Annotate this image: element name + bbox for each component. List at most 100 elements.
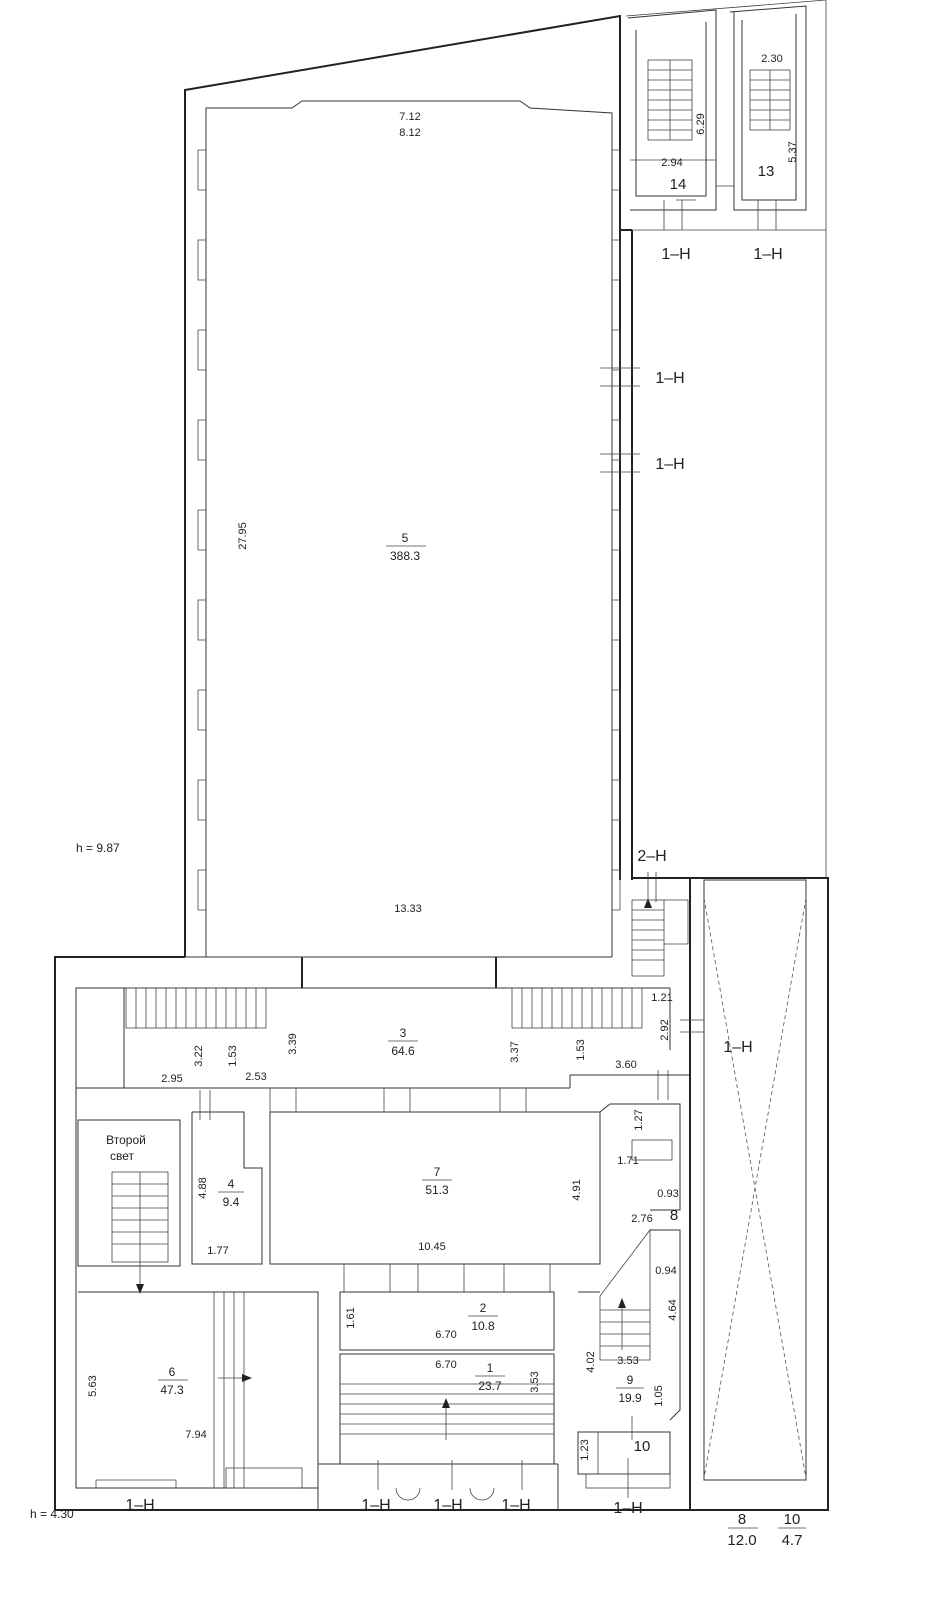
second-light-line1: Второй <box>106 1133 146 1147</box>
dim-1-61: 1.61 <box>345 1307 357 1328</box>
dim-2-94: 2.94 <box>661 157 682 169</box>
dim-6-70: 6.70 <box>435 1359 456 1371</box>
room-1-area: 23.7 <box>478 1379 502 1393</box>
stair-block-14 <box>627 9 717 211</box>
marker-1-h: 1–Н <box>655 370 684 387</box>
dim-7-94: 7.94 <box>185 1429 206 1441</box>
dim-6-70: 6.70 <box>435 1329 456 1341</box>
dim-4-02: 4.02 <box>585 1351 597 1372</box>
marker-1-h: 1–Н <box>661 246 690 263</box>
dim-1-23: 1.23 <box>579 1439 591 1460</box>
room-9-area: 19.9 <box>618 1391 642 1405</box>
marker-1-h: 1–Н <box>361 1497 390 1514</box>
dim-1-21: 1.21 <box>651 992 672 1004</box>
room-5-area: 388.3 <box>390 549 420 563</box>
marker-1-h: 1–Н <box>753 246 782 263</box>
area-10-value: 4.7 <box>782 1532 803 1549</box>
interior-walls <box>77 898 689 1510</box>
dim-3-53: 3.53 <box>617 1355 638 1367</box>
dim-3-60: 3.60 <box>615 1059 636 1071</box>
room-9[interactable]: 9 19.9 <box>580 1362 670 1418</box>
room-13[interactable]: 13 <box>742 160 796 200</box>
area-8-label: 8 12.0 <box>727 1511 758 1549</box>
dim-0-94: 0.94 <box>655 1265 676 1277</box>
room-3[interactable]: 3 64.6 <box>126 1026 570 1086</box>
room-8-number: 8 <box>670 1207 678 1224</box>
room-7-number: 7 <box>434 1165 441 1179</box>
room-9-number: 9 <box>627 1373 634 1387</box>
room-14[interactable]: 14 <box>636 164 706 196</box>
area-8-number: 8 <box>738 1511 746 1528</box>
dim-1-53: 1.53 <box>575 1039 587 1060</box>
area-10-label: 10 4.7 <box>778 1511 806 1549</box>
area-10-number: 10 <box>784 1511 801 1528</box>
dim-2-53: 2.53 <box>245 1071 266 1083</box>
room-3-area: 64.6 <box>391 1044 415 1058</box>
dim-6-29: 6.29 <box>695 113 707 134</box>
room-6-area: 47.3 <box>160 1383 184 1397</box>
marker-1-h: 1–Н <box>613 1500 642 1517</box>
area-8-value: 12.0 <box>727 1532 756 1549</box>
dim-10-45: 10.45 <box>418 1241 446 1253</box>
room-5[interactable]: 5 388.3 <box>210 112 608 954</box>
second-light-line2: свет <box>110 1149 135 1163</box>
dim-8-12: 8.12 <box>399 127 420 139</box>
dim-0-93: 0.93 <box>657 1188 678 1200</box>
room-5-number: 5 <box>402 531 409 545</box>
dim-3-39: 3.39 <box>287 1033 299 1054</box>
room-8[interactable]: 8 <box>600 1150 680 1240</box>
dim-2-92: 2.92 <box>659 1019 671 1040</box>
dim-2-76: 2.76 <box>631 1213 652 1225</box>
stair-block-13 <box>716 5 807 211</box>
marker-1-h: 1–Н <box>501 1497 530 1514</box>
dim-3-37: 3.37 <box>509 1041 521 1062</box>
dimensions: 7.12 8.12 27.95 13.33 2.94 6.29 2.30 5.3… <box>87 53 799 1461</box>
dim-4-88: 4.88 <box>197 1177 209 1198</box>
dim-1-77: 1.77 <box>207 1245 228 1257</box>
marker-1-h: 1–Н <box>723 1039 752 1056</box>
room-2-number: 2 <box>480 1301 487 1315</box>
room-1-number: 1 <box>487 1361 494 1375</box>
hall-3-walls <box>75 956 690 1089</box>
room-7[interactable]: 7 51.3 <box>270 1112 600 1264</box>
height-main: h = 9.87 <box>76 841 120 855</box>
room-4-area: 9.4 <box>223 1195 240 1209</box>
dim-2-30: 2.30 <box>761 53 782 65</box>
room-4-number: 4 <box>228 1177 235 1191</box>
room-3-number: 3 <box>400 1026 407 1040</box>
dim-1-05: 1.05 <box>653 1385 665 1406</box>
room-6[interactable]: 6 47.3 <box>78 1292 214 1488</box>
room-13-number: 13 <box>758 163 775 180</box>
marker-1-h: 1–Н <box>125 1497 154 1514</box>
shaft <box>689 877 829 1511</box>
marker-1-h: 1–Н <box>433 1497 462 1514</box>
dim-7-12: 7.12 <box>399 111 420 123</box>
dim-2-95: 2.95 <box>161 1073 182 1085</box>
dim-1-71: 1.71 <box>617 1155 638 1167</box>
dim-5-63: 5.63 <box>87 1375 99 1396</box>
room-14-number: 14 <box>670 176 687 193</box>
room-2[interactable]: 2 10.8 <box>340 1292 554 1350</box>
room-7-area: 51.3 <box>425 1183 449 1197</box>
dim-3-22: 3.22 <box>193 1045 205 1066</box>
opening-ticks <box>199 199 777 1498</box>
room-4[interactable]: 4 9.4 <box>192 1112 262 1264</box>
dim-1-27: 1.27 <box>633 1109 645 1130</box>
room-10-number: 10 <box>634 1438 651 1455</box>
dim-4-91: 4.91 <box>571 1179 583 1200</box>
dim-27-95: 27.95 <box>237 522 249 550</box>
room-1[interactable]: 1 23.7 <box>340 1354 554 1393</box>
room-2-area: 10.8 <box>471 1319 495 1333</box>
marker-1-h: 1–Н <box>655 456 684 473</box>
dim-5-37: 5.37 <box>787 141 799 162</box>
dim-13-33: 13.33 <box>394 903 422 915</box>
dim-4-64: 4.64 <box>667 1299 679 1320</box>
marker-2-h: 2–Н <box>637 848 666 865</box>
room-6-number: 6 <box>169 1365 176 1379</box>
main-hall-walls <box>184 14 633 958</box>
dim-1-53: 1.53 <box>227 1045 239 1066</box>
room-10[interactable]: 10 <box>600 1434 670 1472</box>
height-ground: h = 4.30 <box>30 1507 74 1521</box>
dim-3-53: 3.53 <box>529 1371 541 1392</box>
